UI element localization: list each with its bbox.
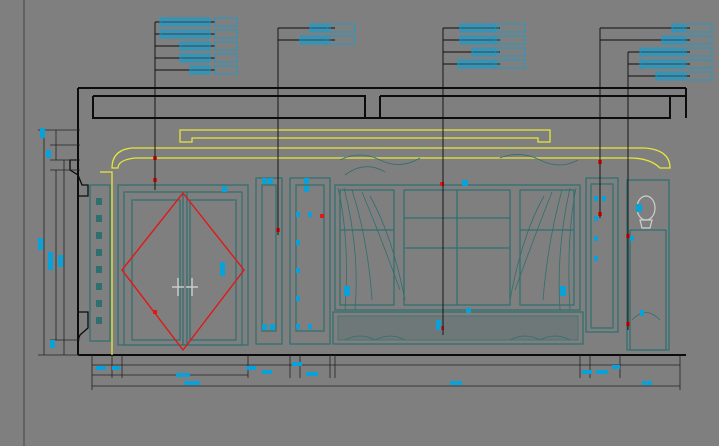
element-markers: [220, 178, 644, 330]
left-dimension-marks: [38, 128, 63, 348]
window: [334, 184, 581, 311]
bottom-dimensions: [91, 355, 681, 390]
double-door: [117, 184, 249, 346]
shelving-unit: [289, 177, 331, 345]
curtain: [337, 154, 579, 311]
leader-anchors: [153, 156, 630, 330]
wall-outline: [77, 87, 687, 355]
left-cornice-profile: [69, 159, 686, 356]
annotation-tags: [159, 17, 713, 81]
crown-molding: [100, 129, 671, 355]
door-diamond: [121, 191, 245, 352]
radiator-cover: [332, 311, 584, 345]
wall-panel-right: [585, 177, 619, 333]
vase-niche: [626, 179, 670, 351]
left-column: [89, 184, 111, 342]
bottom-dimension-marks: [96, 362, 652, 385]
left-dimensions: [38, 129, 80, 356]
